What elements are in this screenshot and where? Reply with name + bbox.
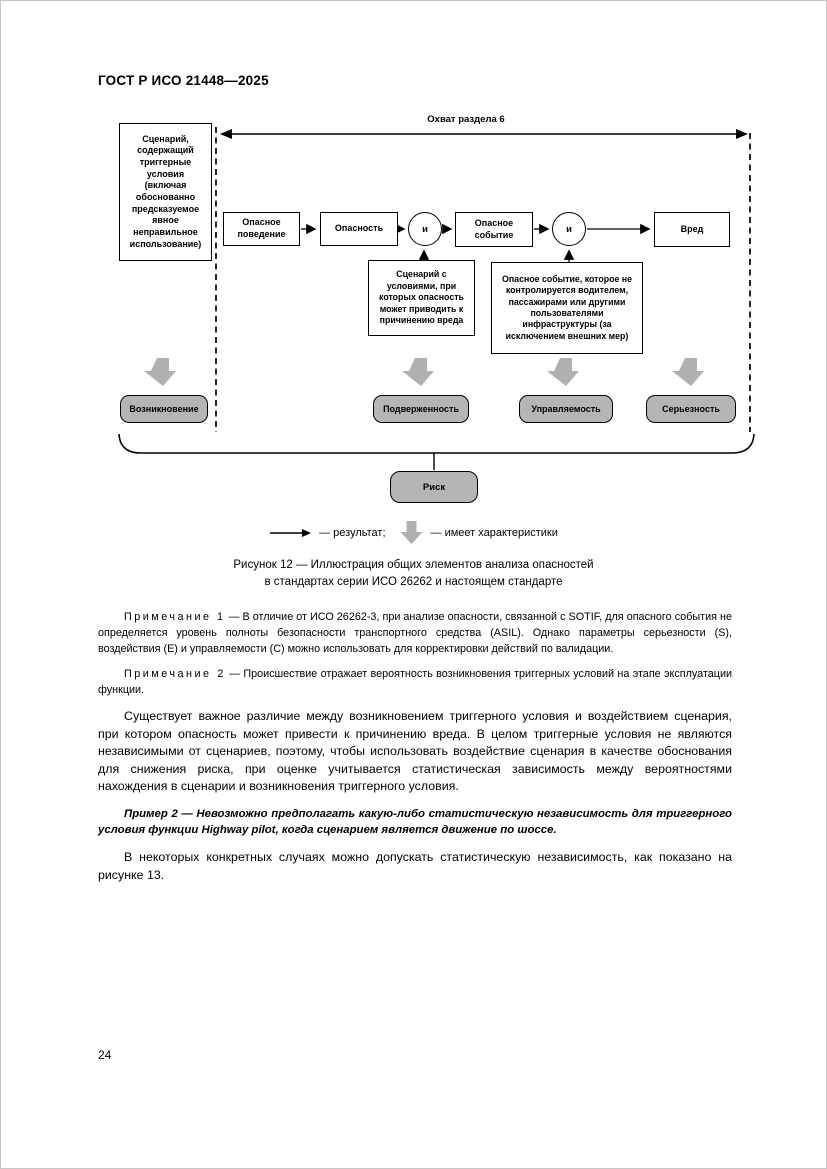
figure-caption: Рисунок 12 — Иллюстрация общих элементов… [233,559,594,588]
uncontrolled-event-box: Опасное событие, которое не контролирует… [491,262,643,354]
example-2: Пример 2 — Невозможно предполагать какую… [98,807,732,837]
scope-label: Охват раздела 6 [427,114,505,125]
legend-result-label: — результат; [319,527,386,539]
hazard-box: Опасность [320,212,398,246]
harm-box: Вред [654,212,730,247]
characteristic-severity: Серьезность [646,395,736,423]
body-text: Примечание 1 — В отличие от ИСО 26262-3,… [98,609,732,884]
figure-legend: — результат; — имеет характеристики [1,521,826,545]
note-1-label: Примечание 1 [124,611,226,623]
page-number: 24 [98,1048,112,1062]
paragraph-main: Существует важное различие между возникн… [98,709,732,794]
characteristic-exposure: Подверженность [373,395,469,423]
note-2-label: Примечание 2 [124,668,226,680]
hazardous-behavior-box: Опасное поведение [223,212,300,246]
legend-characteristics-label: — имеет характеристики [430,527,558,539]
note-1: Примечание 1 — В отличие от ИСО 26262-3,… [98,609,732,657]
note-2: Примечание 2 — Происшествие отражает вер… [98,666,732,698]
characteristic-controllability: Управляемость [519,395,613,423]
scenario-conditions-box: Сценарий с условиями, при которых опасно… [368,260,475,336]
hazardous-event-box: Опасное событие [455,212,533,247]
characteristics-arrow-icon [400,521,423,544]
note-2-text: — Происшествие отражает вероятность возн… [98,668,733,696]
characteristic-occurrence: Возникновение [120,395,208,423]
document-header: ГОСТ Р ИСО 21448—2025 [98,73,269,88]
risk-box: Риск [390,471,478,503]
note-1-text: — В отличие от ИСО 26262-3, при анализе … [98,611,733,655]
and-gate-2: и [552,212,586,246]
result-arrow-icon [270,529,312,537]
paragraph-closing: В некоторых конкретных случаях можно доп… [98,849,732,882]
and-gate-1: и [408,212,442,246]
scenario-triggering-conditions-box: Сценарий, содержащий триггерные условия … [119,123,212,261]
diagram-connectors [118,127,755,470]
